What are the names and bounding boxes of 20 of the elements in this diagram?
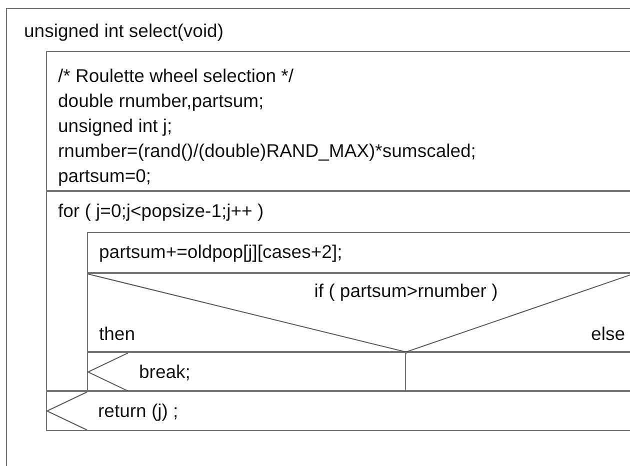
code-line: unsigned int j; [58, 114, 174, 138]
condition-text: if ( partsum>rnumber ) [314, 280, 498, 302]
code-line: break; [139, 361, 190, 383]
code-line: /* Roulette wheel selection */ [58, 64, 294, 88]
branch-label: else [591, 323, 625, 345]
function-block [6, 8, 630, 466]
statement-block [46, 391, 630, 431]
statement-block [87, 352, 405, 392]
code-line: partsum=0; [58, 164, 152, 188]
loop-block [46, 191, 630, 391]
code-line: return (j) ; [98, 400, 178, 422]
code-line: double rnumber,partsum; [58, 89, 265, 113]
statement-block [46, 51, 630, 191]
code-line: rnumber=(rand()/(double)RAND_MAX)*sumscaled; [58, 139, 476, 163]
branch-label: then [99, 323, 136, 345]
statement-block [87, 232, 630, 273]
function-signature: unsigned int select(void) [24, 20, 224, 42]
code-line: for ( j=0;j<popsize-1;j++ ) [58, 200, 264, 222]
empty-block [405, 352, 630, 392]
code-line: partsum+=oldpop[j][cases+2]; [99, 241, 342, 263]
